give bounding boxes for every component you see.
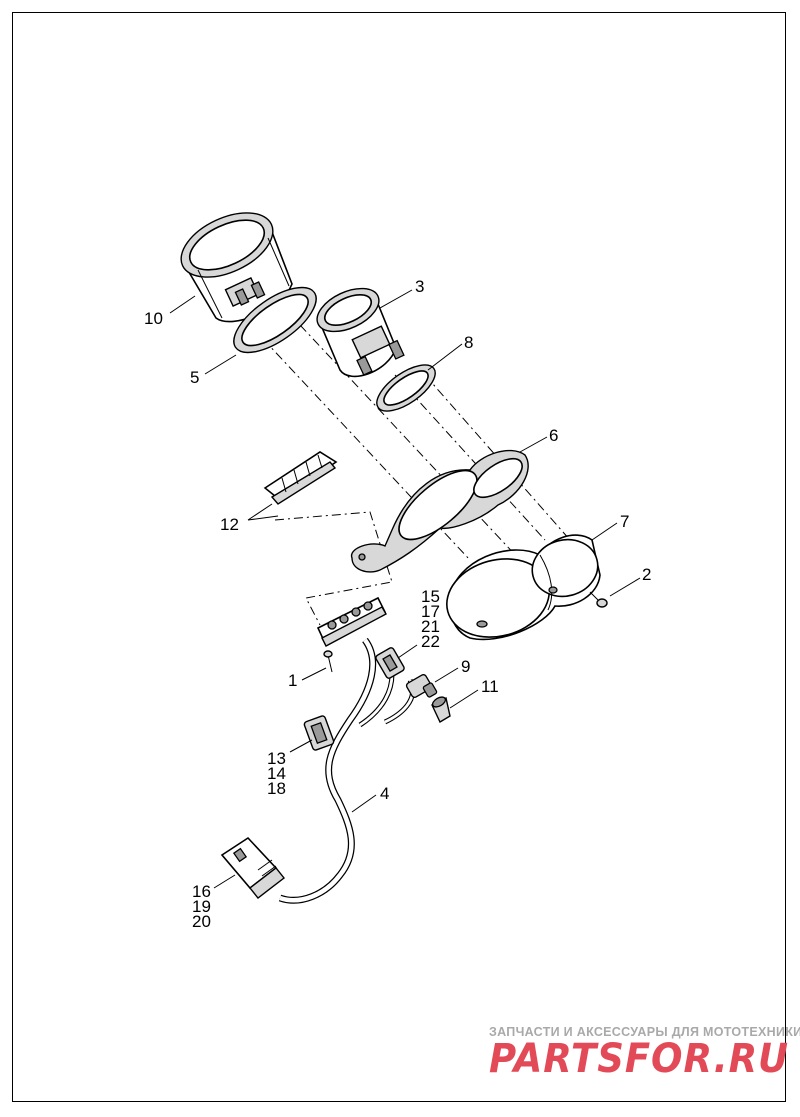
- callout-8: 8: [464, 333, 473, 352]
- callout-21: 21: [421, 617, 440, 636]
- part-11-cap: [431, 696, 451, 723]
- callout-10: 10: [144, 309, 163, 328]
- callout-20: 20: [192, 912, 211, 931]
- part-22-connector: [375, 647, 405, 679]
- part-9-bulb-socket: [405, 673, 438, 699]
- callout-9: 9: [461, 657, 470, 676]
- callout-13: 13: [267, 749, 286, 768]
- callout-12: 12: [220, 515, 239, 534]
- part-10-speedometer: [180, 212, 293, 323]
- part-8-gasket: [376, 364, 436, 412]
- callout-11: 11: [481, 677, 499, 696]
- part-4-wiring-harness: [278, 637, 415, 904]
- watermark-logo: PARTSFOR.RU: [489, 1036, 789, 1082]
- watermark-tagline: ЗАПЧАСТИ И АКСЕССУАРЫ ДЛЯ МОТОТЕХНИКИ: [489, 1025, 800, 1039]
- callout-labels: 10 5 3 8 6 12 7 2 15 17 21 22 1 9 11 13 …: [144, 277, 651, 931]
- callout-18: 18: [267, 779, 286, 798]
- leader-lines: [169, 289, 641, 889]
- callout-1: 1: [288, 671, 297, 690]
- callout-2: 2: [642, 565, 651, 584]
- part-3-tachometer: [316, 287, 405, 378]
- callout-22: 22: [421, 632, 440, 651]
- callout-5: 5: [190, 368, 199, 387]
- part-13-connector: [303, 715, 335, 751]
- part-16-main-connector: [220, 836, 285, 899]
- part-7-housing: [446, 534, 601, 641]
- callout-15: 15: [421, 587, 440, 606]
- callout-19: 19: [192, 897, 211, 916]
- part-5-gasket: [233, 286, 317, 354]
- part-12-bracket: [263, 451, 338, 505]
- part-6-bezel-gasket: [351, 449, 529, 573]
- part-2-screw: [589, 591, 608, 608]
- callout-7: 7: [620, 512, 629, 531]
- callout-14: 14: [267, 764, 286, 783]
- callout-3: 3: [415, 277, 424, 296]
- part-15-connector-block: [316, 596, 387, 647]
- part-1-screw: [323, 650, 333, 673]
- watermark: ЗАПЧАСТИ И АКСЕССУАРЫ ДЛЯ МОТОТЕХНИКИ PA…: [489, 1025, 800, 1082]
- callout-6: 6: [549, 426, 558, 445]
- callout-16: 16: [192, 882, 211, 901]
- callout-17: 17: [421, 602, 440, 621]
- callout-4: 4: [380, 784, 389, 803]
